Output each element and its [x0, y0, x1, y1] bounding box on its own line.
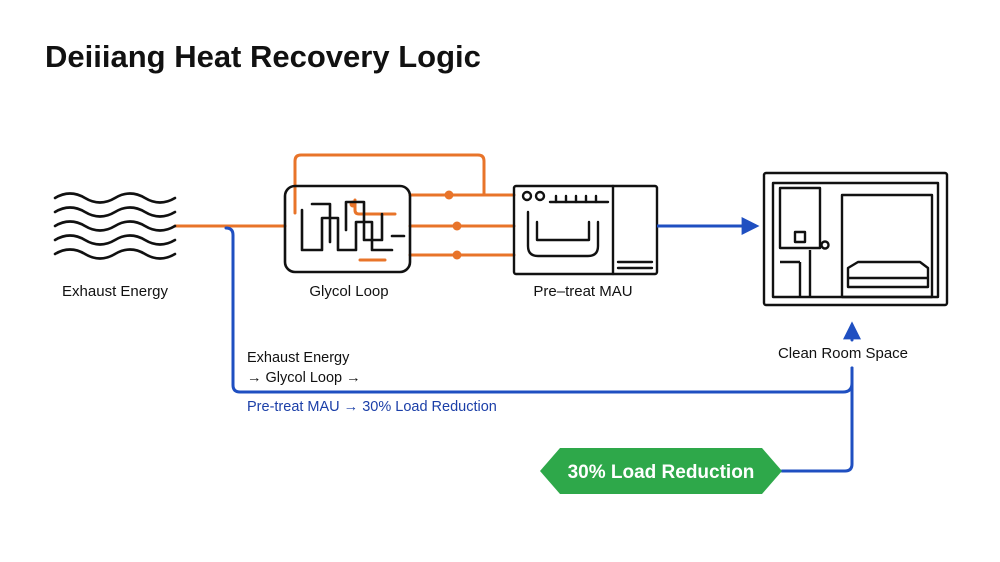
load-reduction-flow-lines	[224, 226, 861, 473]
junction-dot	[452, 250, 462, 260]
glycol-coil-icon	[283, 184, 412, 274]
load-reduction-badge-label: 30% Load Reduction	[568, 462, 755, 483]
diagram-title: Deiiiang Heat Recovery Logic	[45, 39, 481, 74]
exhaust-energy-label: Exhaust Energy	[62, 283, 168, 300]
load-reduction-badge: 30% Load Reduction	[540, 448, 782, 494]
junction-dot	[452, 221, 462, 231]
pre-treat-mau-label: Pre–treat MAU	[533, 283, 632, 300]
flow-text-load-reduction: Pre-treat MAU → 30% Load Reduction	[247, 399, 497, 415]
clean-room-space-label: Clean Room Space	[778, 345, 908, 362]
clean-room-icon	[762, 171, 949, 307]
glycol-loop-label: Glycol Loop	[309, 283, 388, 300]
glycol-heat-flow-lines	[173, 153, 516, 262]
junction-dot	[444, 190, 454, 200]
flow-text-exhaust-energy: Exhaust Energy	[247, 350, 350, 366]
air-handling-unit-icon	[512, 184, 659, 276]
exhaust-waves-icon	[53, 192, 177, 260]
flow-text-glycol-loop: → Glycol Loop →	[247, 370, 361, 386]
